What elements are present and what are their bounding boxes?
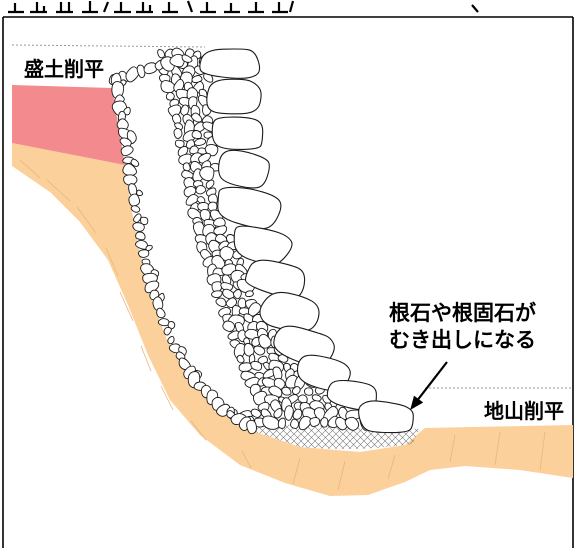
rubble-stone — [273, 408, 283, 419]
rubble-stone — [238, 362, 254, 373]
wall-face-stone — [211, 116, 264, 150]
rubble-stone — [181, 54, 193, 63]
rubble-stone — [246, 419, 257, 435]
rubble-stone — [167, 320, 176, 330]
rubble-stone — [191, 112, 203, 123]
wall-face-stone — [218, 149, 270, 189]
natural-ground-area — [12, 143, 573, 496]
rubble-stone — [211, 290, 223, 299]
rubble-stone — [193, 138, 207, 146]
rubble-stone — [253, 345, 266, 356]
rubble-stone — [144, 280, 160, 294]
rubble-stone — [135, 239, 148, 250]
rubble-stone — [133, 213, 142, 223]
rubble-stone — [245, 290, 254, 297]
rubble-stone — [191, 129, 202, 139]
rubble-stone — [128, 193, 140, 207]
root-stone — [358, 400, 414, 434]
rubble-stone — [157, 318, 170, 327]
rubble-stone — [304, 387, 314, 396]
rubble-stone — [140, 216, 149, 226]
cropped-heading-fragment — [8, 0, 479, 14]
rubble-stone — [344, 416, 360, 431]
label-exposed-stones-line-1: 根石や根固石が — [389, 301, 536, 325]
label-exposed-stones-line-2: むき出しになる — [389, 328, 536, 352]
rubble-stone — [236, 354, 245, 364]
rubble-stone — [320, 417, 329, 428]
wall-face-stone — [206, 78, 262, 115]
rubble-stone — [136, 64, 146, 79]
rubble-stone — [120, 145, 134, 157]
rubble-stone — [213, 217, 226, 227]
removed-fill-area — [12, 85, 125, 165]
rubble-stone — [272, 366, 283, 381]
wall-face-stone — [199, 48, 261, 79]
wall-face-stone — [217, 186, 282, 230]
rubble-stone — [138, 249, 150, 258]
rubble-stone — [258, 333, 272, 349]
rubble-stone — [215, 297, 227, 307]
rubble-stone — [123, 106, 131, 116]
rubble-stone — [167, 335, 175, 345]
original-fill-surface-line — [11, 44, 206, 48]
rubble-stone — [277, 417, 286, 429]
rubble-stone — [284, 405, 294, 421]
rubble-stone — [281, 386, 292, 396]
rubble-stone — [132, 222, 145, 232]
rubble-stone — [309, 417, 320, 427]
rubble-stone — [219, 246, 235, 262]
rubble-stone — [174, 139, 185, 149]
rubble-stone — [156, 307, 166, 319]
wall-face-stone — [259, 291, 320, 332]
rubble-stone — [130, 205, 141, 213]
rubble-stone — [297, 394, 308, 404]
label-fill-removed: 盛土削平 — [24, 57, 104, 81]
rubble-stone — [213, 225, 228, 236]
rubble-stone — [290, 418, 299, 429]
callout-arrow — [410, 361, 448, 411]
rubble-stone — [205, 179, 215, 189]
rubble-stone — [163, 326, 172, 336]
rubble-stone — [122, 163, 137, 176]
rubble-stone — [165, 91, 175, 101]
rubble-stone — [222, 320, 235, 332]
rubble-stone — [135, 231, 146, 241]
rubble-stone — [130, 158, 140, 167]
rubble-stone — [182, 162, 191, 172]
rubble-stone — [173, 128, 183, 139]
rubble-stone — [157, 49, 165, 59]
rubble-stone — [292, 408, 303, 420]
label-ground-removed: 地山削平 — [484, 399, 564, 423]
rubble-stone — [199, 166, 215, 182]
wall-face-stones — [199, 48, 414, 434]
ground-strata-lines — [19, 159, 546, 491]
rubble-stone — [225, 297, 238, 309]
rubble-stone — [191, 75, 203, 84]
rubble-stone — [311, 394, 322, 402]
rubble-stone — [250, 408, 262, 418]
rubble-stone — [250, 361, 263, 371]
rubble-stone — [233, 289, 242, 300]
rubble-stone — [123, 174, 138, 186]
rubble-stone — [195, 185, 207, 195]
rubble-stone — [198, 152, 212, 164]
